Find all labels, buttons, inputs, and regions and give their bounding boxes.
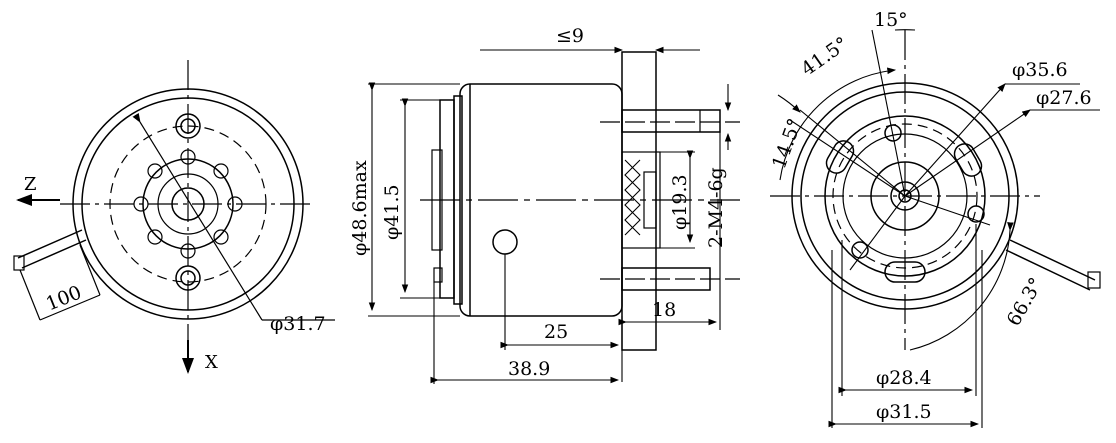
axis-z-label: Z — [24, 174, 37, 195]
angle-14-5: 14.5° — [768, 115, 806, 171]
dim-35-6: φ35.6 — [1012, 59, 1068, 81]
pin-top — [621, 109, 721, 133]
dim-28-4: φ28.4 — [876, 367, 932, 389]
dim-shaft-diameter: φ19.3 — [669, 174, 691, 230]
dim-thread: 2-M4-6g — [705, 167, 727, 248]
angle-15: 15° — [874, 9, 908, 31]
axis-x-label: X — [205, 352, 218, 373]
right-view — [770, 29, 1101, 428]
side-dims — [368, 46, 732, 384]
dim-left-diameter: φ31.7 — [270, 313, 326, 335]
dim-body-diameter: φ48.6max — [349, 160, 371, 256]
dim-38-9: 38.9 — [508, 358, 550, 380]
left-view — [13, 60, 335, 350]
dim-max-9: ≤9 — [556, 25, 584, 47]
dim-flange-diameter: φ41.5 — [381, 184, 403, 240]
leaders — [777, 29, 1100, 428]
angle-66-3: 66.3° — [1003, 274, 1048, 330]
wire — [1005, 239, 1096, 291]
wire — [17, 229, 87, 269]
dim-27-6: φ27.6 — [1036, 87, 1092, 109]
dim-25: 25 — [544, 321, 568, 343]
angle-41-5: 41.5° — [797, 33, 852, 81]
dim-31-5: φ31.5 — [876, 401, 932, 423]
front-plate — [621, 51, 657, 351]
dim-18: 18 — [652, 299, 676, 321]
side-view — [368, 46, 740, 384]
screw — [492, 229, 518, 255]
